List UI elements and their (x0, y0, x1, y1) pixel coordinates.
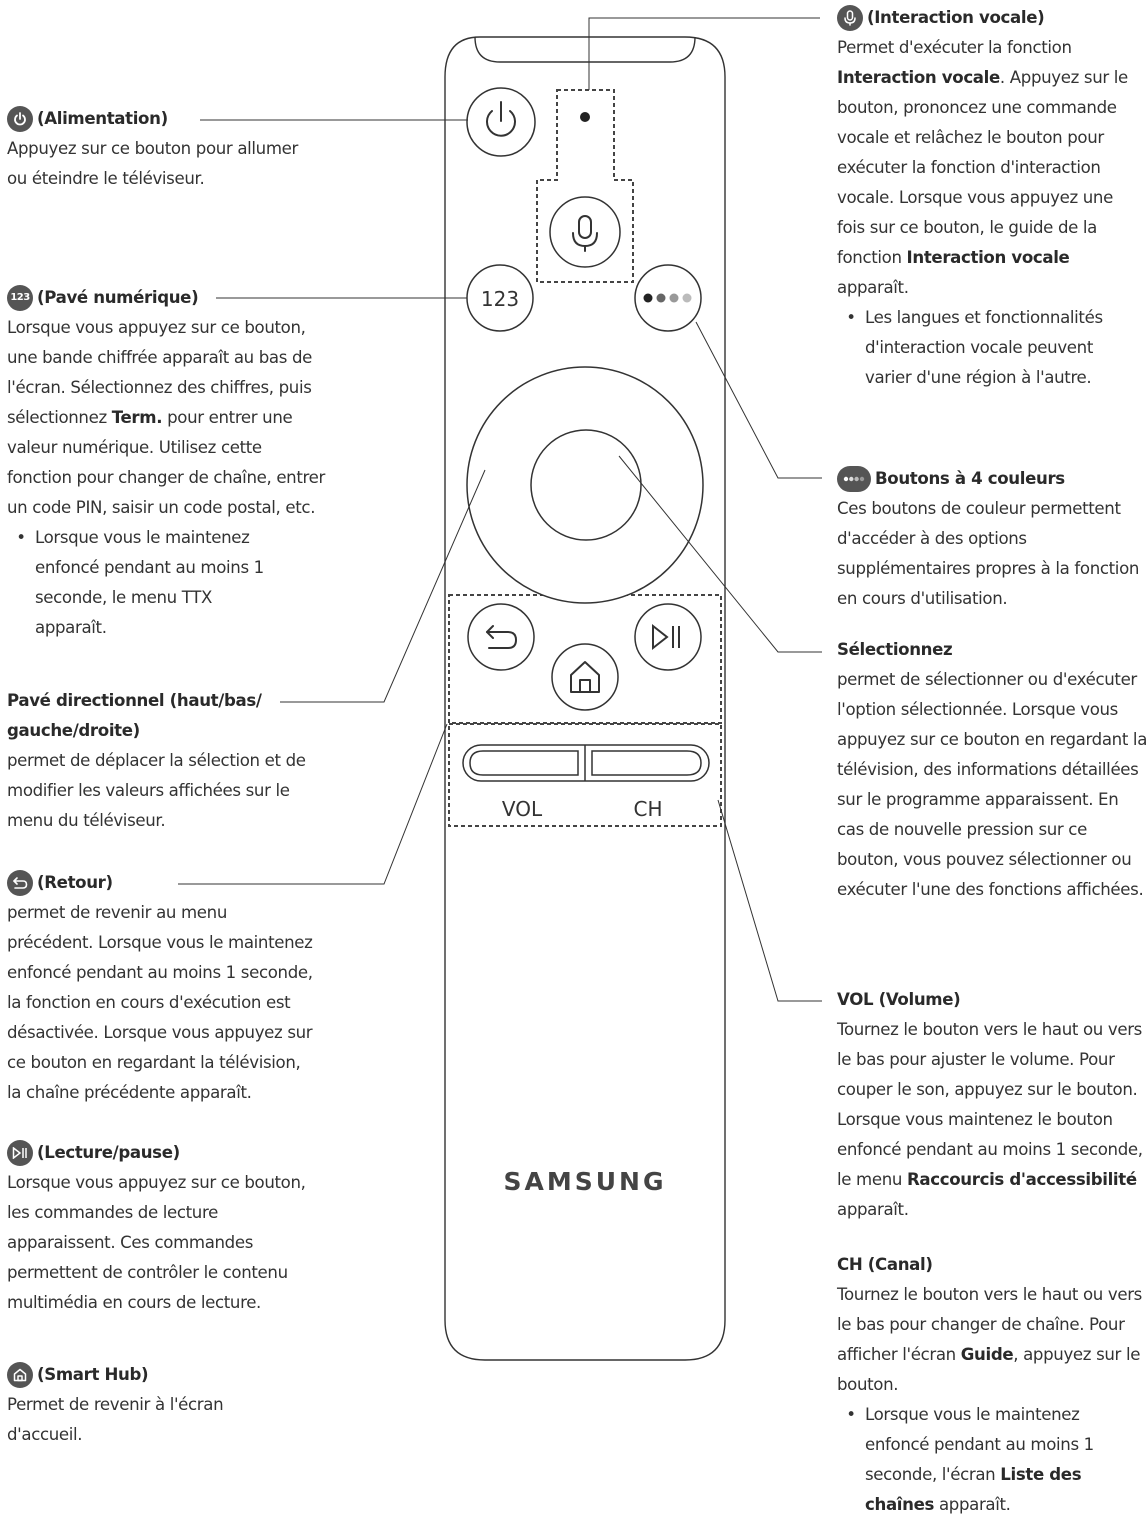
brand-logo: SAMSUNG (504, 1167, 667, 1196)
play-pause-icon (652, 623, 680, 651)
microphone-icon (572, 215, 598, 252)
dpad-title: Pavé directionnel (haut/bas/ gauche/droi… (7, 691, 262, 740)
voice-title: (Interaction vocale) (867, 8, 1045, 27)
select-desc: permet de sélectionner ou d'exécuter l'o… (837, 670, 1148, 899)
power-title: (Alimentation) (37, 109, 168, 128)
home-button[interactable] (551, 643, 619, 711)
vol-label: VOL (502, 797, 543, 821)
channel-desc: Tournez le bouton vers le haut ou vers l… (837, 1285, 1142, 1394)
dpad-desc: permet de déplacer la sélection et de mo… (7, 751, 306, 830)
vol-ch-rocker-outer (462, 744, 710, 782)
smarthub-desc: Permet de revenir à l'écran d'accueil. (7, 1395, 224, 1444)
playpause-title: (Lecture/pause) (37, 1143, 180, 1162)
dpad-section: Pavé directionnel (haut/bas/ gauche/droi… (7, 686, 317, 836)
select-section: Sélectionnez permet de sélectionner ou d… (837, 635, 1147, 905)
channel-title: CH (Canal) (837, 1255, 933, 1274)
leader-lines (178, 17, 822, 1002)
home-icon (7, 1362, 33, 1388)
numpad-desc: Lorsque vous appuyez sur ce bouton, une … (7, 318, 325, 517)
return-title: (Retour) (37, 873, 113, 892)
power-icon (486, 101, 516, 137)
numpad-key-label: 123 (481, 287, 519, 311)
ch-rocker (591, 750, 702, 776)
vol-rocker (469, 750, 579, 776)
microphone-icon (837, 5, 863, 31)
numpad-title: (Pavé numérique) (37, 288, 199, 307)
return-button[interactable] (467, 603, 535, 671)
play-pause-icon (7, 1140, 33, 1166)
ch-label: CH (633, 797, 662, 821)
return-icon (486, 625, 517, 649)
channel-note: •Lorsque vous le maintenez enfoncé penda… (846, 1405, 1094, 1514)
smarthub-title: (Smart Hub) (37, 1365, 149, 1384)
mic-highlight-box (536, 89, 634, 283)
smarthub-section: (Smart Hub) Permet de revenir à l'écran … (7, 1360, 267, 1450)
color-button[interactable] (634, 264, 702, 332)
return-desc: permet de revenir au menu précédent. Lor… (7, 903, 313, 1102)
power-desc: Appuyez sur ce bouton pour allumer ou ét… (7, 139, 298, 188)
return-icon (7, 870, 33, 896)
return-section: (Retour) permet de revenir au menu précé… (7, 868, 317, 1108)
mic-hole (580, 112, 590, 122)
remote-body (444, 36, 726, 1361)
volume-title: VOL (Volume) (837, 990, 961, 1009)
playpause-section: (Lecture/pause) Lorsque vous appuyez sur… (7, 1138, 327, 1318)
numpad-note: •Lorsque vous le maintenez enfoncé penda… (16, 528, 264, 637)
numpad-icon: 123 (7, 285, 33, 311)
colors-desc: Ces boutons de couleur permettent d'accé… (837, 499, 1140, 608)
volume-desc: Tournez le bouton vers le haut ou vers l… (837, 1020, 1143, 1219)
voice-note: •Les langues et fonctionnalités d'intera… (846, 308, 1103, 387)
volume-section: VOL (Volume) Tournez le bouton vers le h… (837, 985, 1147, 1225)
volch-highlight-box (448, 723, 722, 827)
power-section: (Alimentation) Appuyez sur ce bouton pou… (7, 104, 317, 194)
select-title: Sélectionnez (837, 640, 953, 659)
voice-section: (Interaction vocale) Permet d'exécuter l… (837, 3, 1145, 393)
playpause-desc: Lorsque vous appuyez sur ce bouton, les … (7, 1173, 306, 1312)
four-color-dots (643, 293, 692, 303)
channel-section: CH (Canal) Tournez le bouton vers le hau… (837, 1250, 1147, 1520)
voice-button[interactable] (549, 196, 621, 268)
four-color-icon (837, 466, 871, 492)
home-icon (570, 661, 600, 693)
voice-desc: Permet d'exécuter la fonction Interactio… (837, 38, 1128, 297)
colors-section: Boutons à 4 couleurs Ces boutons de coul… (837, 464, 1148, 614)
power-icon (7, 106, 33, 132)
colors-title: Boutons à 4 couleurs (875, 469, 1065, 488)
remote-top-cap (474, 36, 696, 63)
select-button[interactable] (530, 429, 642, 541)
numpad-section: 123 (Pavé numérique) Lorsque vous appuye… (7, 283, 325, 643)
